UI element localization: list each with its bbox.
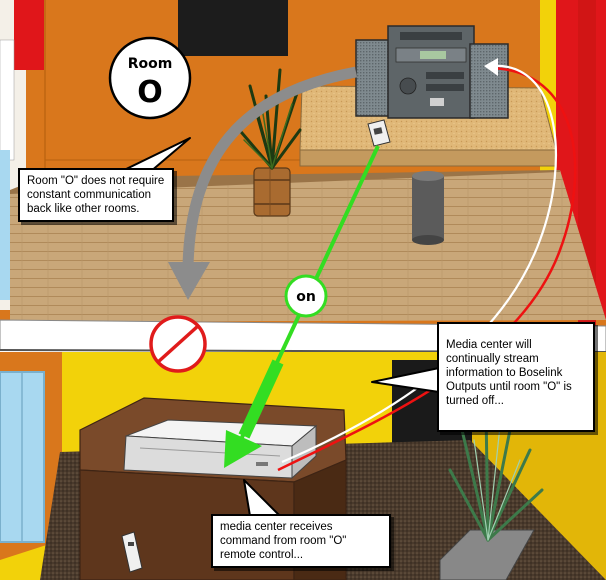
on-badge: on — [286, 276, 326, 316]
room-badge: Room O — [110, 38, 190, 118]
room-badge-label: Room — [128, 56, 173, 72]
callout-room-o: Room "O" does not require constant commu… — [18, 168, 174, 222]
no-entry-icon — [151, 317, 205, 371]
wall-window — [178, 0, 288, 56]
callout-media-center: media center receives command from room … — [211, 514, 391, 568]
on-label: on — [296, 289, 316, 305]
room-badge-letter: O — [137, 75, 163, 110]
callout-stream: Media center will continually stream inf… — [437, 322, 595, 432]
left-red-wall — [14, 0, 44, 70]
media-center-icon — [124, 420, 316, 478]
table-pillar — [412, 176, 444, 240]
